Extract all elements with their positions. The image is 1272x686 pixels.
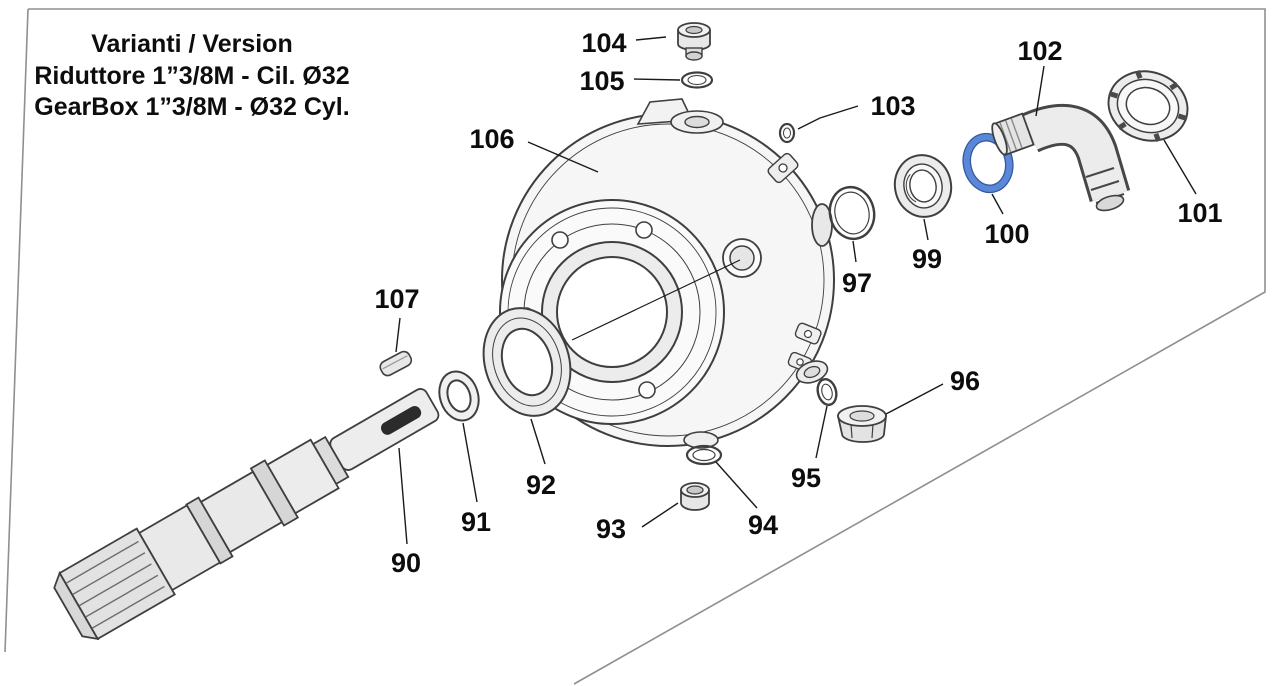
part-label-97: 97	[842, 268, 872, 298]
part-label-107: 107	[374, 284, 419, 314]
oil-seal-92	[482, 307, 572, 417]
bolt-hole	[638, 381, 656, 399]
part-label-103: 103	[870, 91, 915, 121]
ring-nut-101	[1107, 70, 1189, 142]
elbow-fitting-102	[991, 104, 1131, 212]
oring-97	[828, 185, 876, 241]
part-label-100: 100	[984, 219, 1029, 249]
part-label-91: 91	[461, 507, 491, 537]
washer-105	[680, 71, 714, 89]
title-block: Varianti / Version Riduttore 1”3/8M - Ci…	[34, 30, 349, 121]
part-label-102: 102	[1017, 36, 1062, 66]
leader-lines	[395, 36, 1197, 545]
pto-shaft	[53, 388, 440, 641]
seal-ring-91	[438, 370, 480, 422]
bushing-99	[893, 154, 953, 218]
cap-93	[680, 482, 710, 511]
bolt-hole	[551, 231, 569, 249]
part-label-90: 90	[391, 548, 421, 578]
plug-104	[677, 22, 711, 61]
oring-100-highlight	[962, 132, 1014, 194]
part-label-92: 92	[526, 470, 556, 500]
drain-plug-96	[836, 405, 888, 443]
oring-95	[816, 378, 838, 406]
title-line-3: GearBox 1”3/8M - Ø32 Cyl.	[34, 93, 349, 121]
elbow-thread-end	[991, 112, 1035, 157]
part-label-94: 94	[748, 510, 778, 540]
title-line-1: Varianti / Version	[91, 30, 292, 58]
part-label-101: 101	[1177, 198, 1222, 228]
shaft-keyway	[380, 406, 422, 435]
part-label-93: 93	[596, 514, 626, 544]
part-label-96: 96	[950, 366, 980, 396]
part-label-95: 95	[791, 463, 821, 493]
housing-front-flange	[499, 199, 741, 425]
key-107	[379, 350, 413, 377]
part-label-106: 106	[469, 124, 514, 154]
bolt-hole	[635, 221, 653, 239]
part-label-104: 104	[581, 28, 626, 58]
oring-103	[778, 122, 796, 144]
title-line-2: Riduttore 1”3/8M - Cil. Ø32	[34, 62, 349, 90]
part-label-99: 99	[912, 244, 942, 274]
border-frame	[4, 8, 1266, 685]
part-label-105: 105	[579, 66, 624, 96]
oring-94	[685, 444, 723, 466]
